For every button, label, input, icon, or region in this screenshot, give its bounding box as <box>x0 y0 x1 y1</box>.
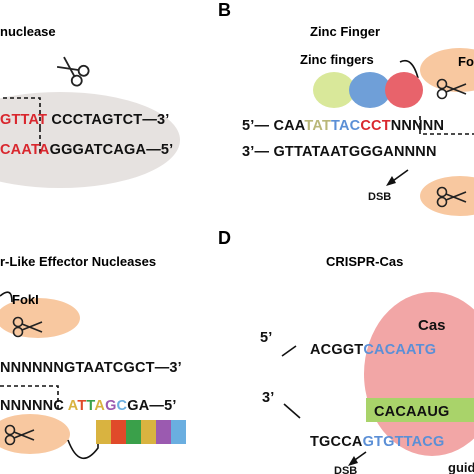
guide-rna-band <box>366 398 474 422</box>
cas-label: Cas <box>418 317 446 334</box>
panel-a-top-seq: GTTAT CCCTAGTCT—3’ <box>0 112 170 128</box>
zinc-finger-2 <box>349 72 391 108</box>
panel-c-top-seq: NNNNNNGTAATCGCT—3’ <box>0 360 182 376</box>
linker-c-bottom <box>67 439 99 459</box>
panel-b-letter: B <box>218 0 231 20</box>
panel-a: nuclease GTTAT CCCTAGTCT—3’ CAATAGGGATCA… <box>0 24 180 188</box>
fokl-domain-bottom <box>420 176 474 216</box>
fokl-domain-c-bottom <box>0 414 70 454</box>
cut-line-top <box>0 97 41 128</box>
panel-d-top-seq: ACGGTCACAATG <box>310 342 436 358</box>
panel-d-title: CRISPR-Cas <box>326 254 403 269</box>
panel-a-bottom-seq: CAATAGGGATCAGA—5’ <box>0 142 173 158</box>
panel-d-5prime: 5’ <box>260 330 273 346</box>
scissors-icon-b-top <box>436 78 467 100</box>
panel-c: r-Like Effector Nucleases FokI NNNNNNGTA… <box>0 254 186 459</box>
linker-c-top <box>0 291 13 303</box>
scissors-icon-c-top <box>12 316 43 338</box>
linker <box>399 59 419 79</box>
zinc-fingers-label: Zinc fingers <box>300 52 374 67</box>
panel-d: D CRISPR-Cas Cas 5’ ACGGTCACAATG CACAAUG… <box>218 228 474 474</box>
panel-d-3prime: 3’ <box>262 390 275 406</box>
cut-line-c <box>0 385 59 412</box>
guide-label-partial: guid <box>448 460 474 474</box>
cut-line-b <box>419 116 474 135</box>
zinc-finger-1 <box>313 72 355 108</box>
strand-connector-top <box>281 345 297 357</box>
strand-connector-bottom <box>283 403 301 419</box>
dsb-arrowhead-d <box>348 456 358 466</box>
dsb-arrowhead-b <box>386 176 396 186</box>
scissors-icon-b-bottom <box>436 186 467 208</box>
fokl-partial-label: Fok <box>458 54 474 69</box>
panel-b-bottom-seq: 3’— GTTATAATGGGANNNN <box>242 144 437 160</box>
panel-b: B Zinc Finger Zinc fingers Fok 5’— CAATA… <box>218 0 474 216</box>
panel-d-guide-seq: CACAAUG <box>374 404 450 420</box>
dsb-label-b: DSB <box>368 191 391 203</box>
panel-c-title: r-Like Effector Nucleases <box>0 254 156 269</box>
panel-b-title: Zinc Finger <box>310 24 380 39</box>
tale-repeats <box>96 420 186 444</box>
panel-d-letter: D <box>218 228 231 248</box>
zinc-finger-3 <box>385 72 423 108</box>
fokl-domain-top <box>420 48 474 92</box>
panel-b-top-seq: 5’— CAATATTACCCTNNNNN <box>242 118 444 134</box>
scissors-icon <box>56 56 90 87</box>
panel-d-bottom-seq: TGCCAGTGTTACG <box>310 434 444 450</box>
scissors-icon-c-bottom <box>4 424 35 446</box>
panel-c-bottom-seq: NNNNNC ATTAGCGA—5’ <box>0 398 177 414</box>
nuclease-blob <box>0 92 180 188</box>
fokl-label-c: FokI <box>12 292 39 307</box>
panel-a-title: nuclease <box>0 24 56 39</box>
dsb-label-d: DSB <box>334 465 357 474</box>
